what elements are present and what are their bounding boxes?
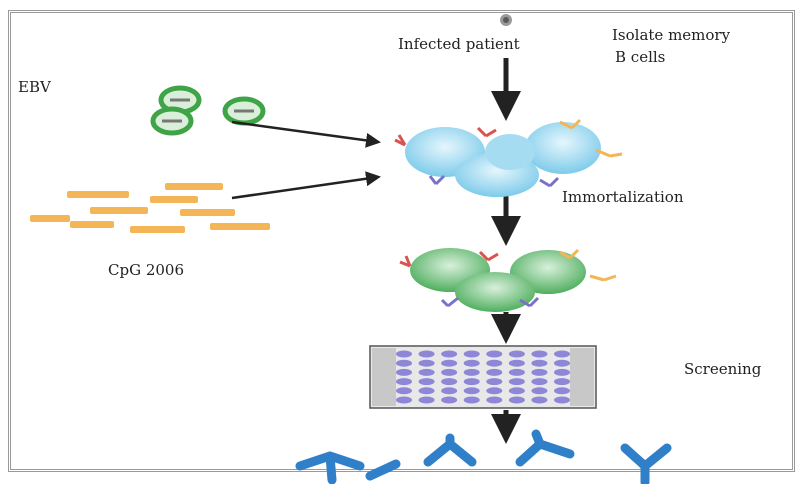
plate-well: [441, 350, 458, 358]
plate-well: [508, 396, 525, 404]
plate-well: [463, 359, 480, 367]
plate-well: [486, 396, 503, 404]
plate-well: [508, 350, 525, 358]
b-cells-label: B cells: [615, 48, 666, 66]
plate-well: [508, 368, 525, 376]
plate-well: [396, 396, 412, 404]
plate-well: [486, 368, 503, 376]
plate-well: [508, 378, 525, 386]
plate-well: [418, 359, 435, 367]
plate-well: [463, 368, 480, 376]
plate-well: [463, 387, 480, 395]
plate-well: [486, 359, 503, 367]
plate-well: [531, 396, 548, 404]
plate-well: [486, 387, 503, 395]
immortalized-cells: [399, 248, 617, 312]
plate-well: [554, 387, 570, 395]
screening-plate: [369, 345, 597, 409]
plate-well: [531, 350, 548, 358]
immortalization-label: Immortalization: [562, 188, 684, 206]
ebv-virus-particle: [222, 96, 266, 126]
plate-well: [396, 387, 412, 395]
plate-well: [396, 359, 412, 367]
patient-icon: [500, 14, 512, 26]
plate-well: [441, 359, 458, 367]
plate-well: [418, 378, 435, 386]
plate-well: [418, 368, 435, 376]
plate-well: [441, 378, 458, 386]
plate-well: [554, 368, 570, 376]
plate-well: [441, 368, 458, 376]
ebv-virus-particle: [150, 106, 194, 136]
ebv-virus-group: [150, 85, 266, 136]
ebv-arrow: [231, 120, 381, 148]
plate-well: [531, 359, 548, 367]
plate-well: [486, 350, 503, 358]
figure-frame: [8, 10, 795, 472]
plate-well: [486, 378, 503, 386]
plate-well: [441, 387, 458, 395]
isolate-memory-label: Isolate memory: [612, 26, 731, 44]
plate-well: [441, 396, 458, 404]
plate-well: [418, 387, 435, 395]
antibodies: [295, 429, 672, 484]
infected-patient-label: Infected patient: [398, 35, 520, 53]
screening-label: Screening: [684, 360, 762, 378]
plate-well: [554, 396, 570, 404]
cpg-arrow: [231, 171, 381, 200]
plate-well: [531, 368, 548, 376]
plate-well: [463, 378, 480, 386]
plate-well: [531, 378, 548, 386]
cpg-oligonucleotides: [30, 183, 270, 233]
plate-well: [396, 350, 412, 358]
ebv-label: EBV: [18, 78, 51, 96]
plate-well: [463, 396, 480, 404]
memory-b-cells: [394, 118, 623, 197]
plate-well: [396, 378, 412, 386]
plate-well: [396, 368, 412, 376]
cpg-label: CpG 2006: [108, 261, 185, 279]
plate-well: [554, 378, 570, 386]
plate-well: [508, 359, 525, 367]
plate-well: [418, 396, 435, 404]
plate-well: [418, 350, 435, 358]
plate-well: [554, 359, 570, 367]
plate-well: [554, 350, 570, 358]
plate-well: [531, 387, 548, 395]
plate-well: [463, 350, 480, 358]
plate-well: [508, 387, 525, 395]
